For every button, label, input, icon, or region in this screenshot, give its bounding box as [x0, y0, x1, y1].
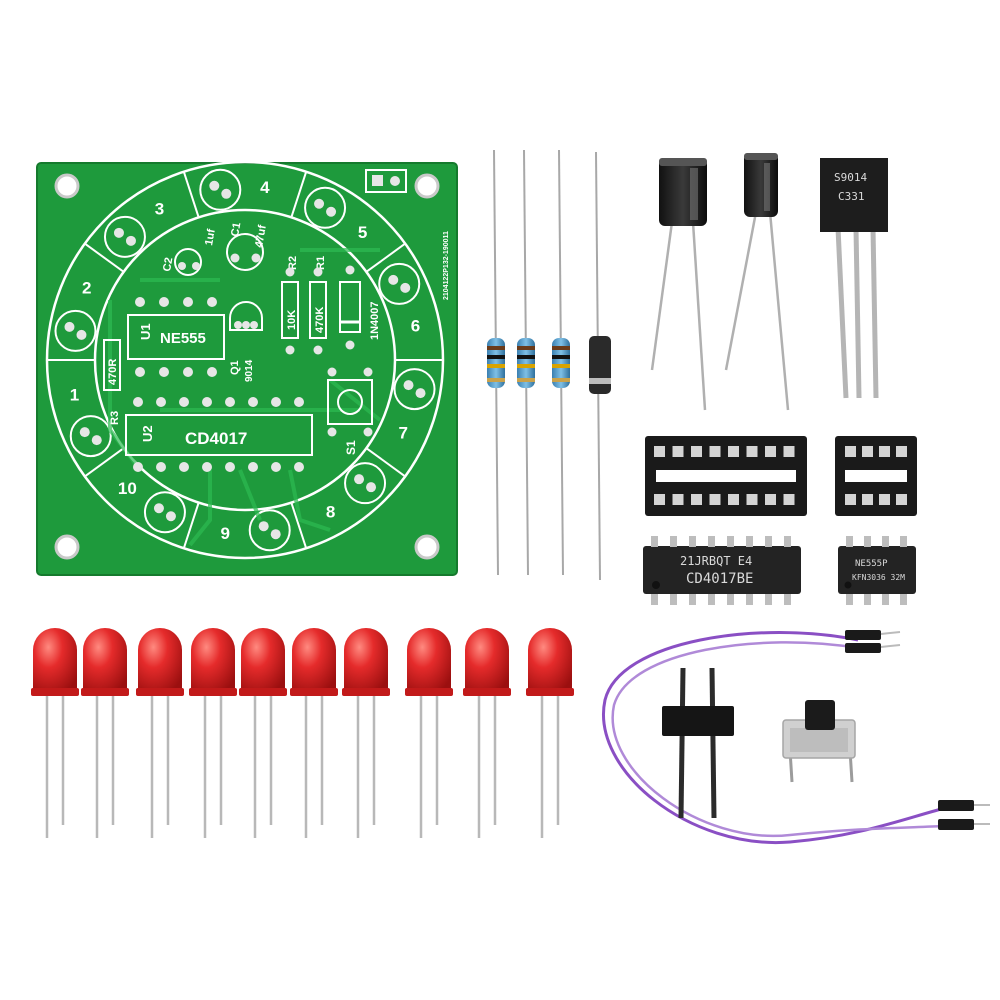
r3-value: 470R — [107, 359, 119, 385]
led-red — [342, 628, 390, 838]
c2-value: 1uf — [203, 228, 218, 247]
led-red — [81, 628, 129, 838]
r1-value: 470K — [314, 307, 326, 333]
cd4017-marking-1: 21JRBQT E4 — [680, 554, 752, 568]
r1-ref: R1 — [315, 256, 327, 270]
leds — [31, 628, 574, 838]
resistor — [552, 149, 570, 576]
r3-ref: R3 — [109, 411, 121, 425]
c1-value: 47uf — [253, 224, 269, 249]
led-number-label: 10 — [118, 479, 137, 498]
c1-ref: C1 — [229, 222, 243, 238]
led-number-label: 7 — [399, 423, 408, 442]
r2-value: 10K — [286, 310, 298, 330]
led-number-label: 4 — [260, 178, 270, 197]
resistor — [517, 149, 535, 576]
transistor-marking-2: C331 — [838, 190, 865, 203]
diode-1n4007 — [589, 151, 611, 581]
led-red — [463, 628, 511, 838]
led-footprint — [103, 215, 146, 258]
diode-value: 1N4007 — [369, 301, 381, 340]
cd4017-marking-2: CD4017BE — [686, 571, 753, 587]
q1-ref: Q1 — [229, 360, 241, 375]
led-footprint — [143, 491, 186, 534]
u2-label: CD4017 — [185, 429, 247, 448]
resistor — [487, 149, 505, 576]
ic-ne555: NE555P KFN3036 32M — [838, 536, 916, 605]
transistor-marking-1: S9014 — [834, 171, 867, 184]
led-footprint — [69, 415, 112, 458]
led-number-label: 3 — [155, 199, 164, 218]
led-number-label: 5 — [358, 223, 367, 242]
led-red — [239, 628, 287, 838]
mounting-hole — [54, 173, 80, 199]
mounting-hole — [414, 534, 440, 560]
u1-label: NE555 — [160, 330, 206, 347]
capacitor-large — [650, 158, 707, 411]
led-footprint — [248, 509, 291, 552]
board-code: 2104122P132-190011 — [443, 231, 450, 300]
u1-ref: U1 — [138, 323, 153, 340]
pcb-board: 1 2 3 4 5 6 7 8 9 10 NE555 U1 CD4017 U2 — [36, 160, 458, 576]
led-red — [526, 628, 574, 838]
led-footprint — [304, 186, 347, 229]
ne555-marking-2: KFN3036 32M — [852, 573, 905, 582]
led-footprint — [393, 368, 436, 411]
jumper-wire — [602, 630, 990, 845]
resistors — [487, 149, 570, 576]
transistor-s9014: S9014 C331 — [820, 158, 888, 399]
led-number-label: 2 — [82, 279, 91, 298]
led-number-label: 1 — [70, 386, 79, 405]
led-footprint — [378, 262, 421, 305]
led-footprint — [344, 462, 387, 505]
u1-footprint: NE555 U1 — [127, 297, 225, 377]
socket-16pin — [645, 436, 807, 516]
capacitor-small — [724, 153, 790, 411]
led-red — [405, 628, 453, 838]
socket-8pin — [835, 436, 917, 516]
ic-cd4017: 21JRBQT E4 CD4017BE — [643, 536, 801, 605]
led-number-label: 6 — [411, 316, 420, 335]
led-footprint — [54, 309, 97, 352]
led-red — [189, 628, 237, 838]
r2-ref: R2 — [287, 256, 299, 270]
led-red — [31, 628, 79, 838]
led-number-label: 8 — [326, 503, 335, 522]
ne555-marking-1: NE555P — [855, 559, 888, 569]
mounting-hole — [54, 534, 80, 560]
s1-ref: S1 — [344, 440, 358, 455]
c2-ref: C2 — [161, 257, 175, 273]
u2-footprint: CD4017 U2 — [125, 397, 313, 472]
led-number-label: 9 — [220, 524, 229, 543]
q1-value: 9014 — [244, 359, 255, 382]
pin-header — [662, 667, 734, 819]
led-red — [136, 628, 184, 838]
tactile-switch — [782, 700, 856, 783]
mounting-hole — [414, 173, 440, 199]
led-red — [290, 628, 338, 838]
u2-ref: U2 — [140, 425, 155, 442]
led-footprint — [199, 168, 242, 211]
